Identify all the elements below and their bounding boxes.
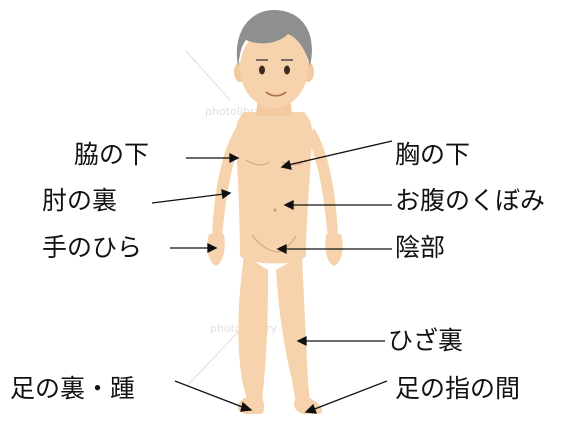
leader-belly: [283, 199, 392, 211]
right-leg: [276, 255, 310, 404]
label-groin: 陰部: [395, 233, 446, 262]
left-leg: [238, 255, 268, 404]
leader-elbow: [151, 189, 232, 204]
leader-groin: [276, 243, 392, 255]
right-hand: [325, 234, 343, 266]
label-palm: 手のひら: [42, 233, 143, 262]
leader-sole: [174, 380, 253, 412]
leader-chest: [280, 140, 393, 170]
left-hand: [207, 234, 225, 266]
label-belly-hollow: お腹のくぼみ: [395, 186, 546, 215]
torso: [235, 112, 313, 264]
right-arm: [308, 128, 338, 238]
left-arm: [212, 128, 242, 238]
label-chest-under: 胸の下: [395, 140, 471, 169]
face: [240, 28, 308, 108]
leader-armpit: [186, 152, 240, 164]
human-figure: [207, 10, 343, 414]
label-knee-back: ひざ裏: [388, 326, 464, 355]
label-elbow-back: 肘の裏: [42, 186, 118, 215]
label-sole-heel: 足の裏・踵: [10, 374, 136, 403]
label-toe-gaps: 足の指の間: [395, 374, 521, 403]
leader-knee: [296, 335, 385, 347]
leader-palm: [170, 242, 218, 254]
label-armpit-under: 脇の下: [74, 140, 150, 169]
leader-lines: [151, 140, 393, 414]
hair: [236, 10, 312, 66]
leader-toes: [304, 380, 388, 414]
